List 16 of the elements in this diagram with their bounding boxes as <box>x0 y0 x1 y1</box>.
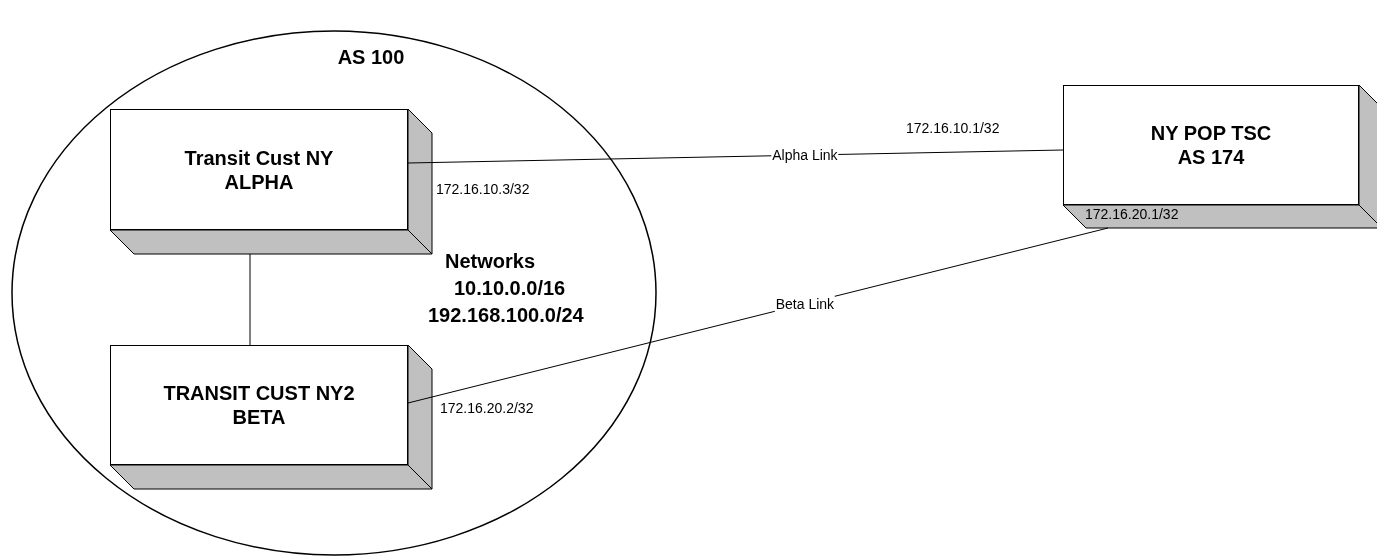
as-number-label: AS 100 <box>336 45 406 70</box>
network-prefix: 10.10.0.0/16 <box>454 277 566 300</box>
link-line <box>249 253 251 346</box>
autonomous-system-ellipse <box>11 30 657 556</box>
network-prefix: 192.168.100.0/24 <box>428 304 584 327</box>
ip-address: 172.16.20.1/32 <box>1085 206 1179 222</box>
ip-address: 172.16.10.1/32 <box>906 120 1000 136</box>
router-name: TRANSIT CUST NY2 BETA <box>162 381 356 430</box>
ip-address: 172.16.10.3/32 <box>436 181 530 197</box>
router-name: Transit Cust NY ALPHA <box>183 145 335 195</box>
router-name: NY POP TSC AS 174 <box>1149 121 1273 170</box>
networks-heading: Networks <box>445 250 536 273</box>
ip-address: 172.16.20.2/32 <box>440 400 534 416</box>
edge-label: Alpha Link <box>771 147 839 164</box>
link-line <box>407 149 1064 164</box>
edge-label: Beta Link <box>774 295 836 312</box>
